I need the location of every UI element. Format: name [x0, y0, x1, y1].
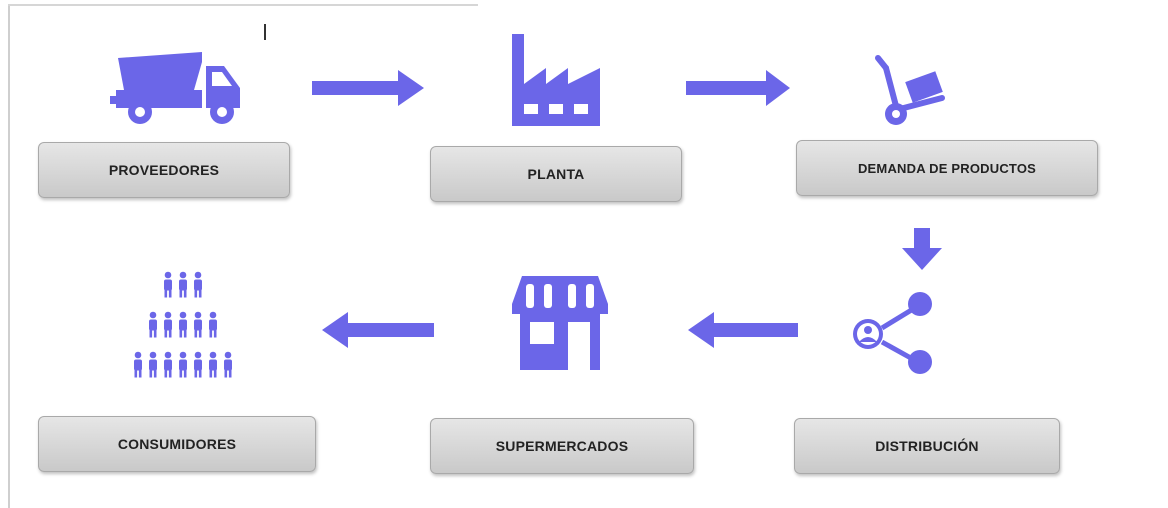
hand-truck-icon: [870, 54, 950, 130]
people-pyramid-icon: [124, 270, 242, 398]
frame-top-edge: [8, 4, 478, 6]
arrow-left-icon: [688, 312, 798, 348]
person-icon: [164, 351, 172, 378]
node-supermercados: SUPERMERCADOS: [430, 418, 694, 474]
person-icon: [194, 311, 202, 338]
person-icon: [209, 311, 217, 338]
person-icon: [179, 311, 187, 338]
storefront-icon: [508, 272, 612, 372]
dump-truck-icon: [110, 46, 246, 126]
person-icon: [149, 311, 157, 338]
person-icon: [194, 351, 202, 378]
person-icon: [149, 351, 157, 378]
person-icon: [194, 271, 202, 298]
arrow-right-icon: [312, 70, 424, 106]
person-icon: [209, 351, 217, 378]
arrow-down-icon: [902, 228, 942, 272]
arrow-left-icon: [322, 312, 434, 348]
node-planta: PLANTA: [430, 146, 682, 202]
node-consumidores: CONSUMIDORES: [38, 416, 316, 472]
share-network-icon: [846, 290, 942, 376]
person-icon: [179, 351, 187, 378]
person-icon: [164, 271, 172, 298]
person-icon: [179, 271, 187, 298]
frame-left-edge: [8, 6, 10, 508]
person-icon: [164, 311, 172, 338]
node-proveedores: PROVEEDORES: [38, 142, 290, 198]
text-cursor: [264, 24, 266, 40]
node-distribucion: DISTRIBUCIÓN: [794, 418, 1060, 474]
node-demanda-de-productos: DEMANDA DE PRODUCTOS: [796, 140, 1098, 196]
arrow-right-icon: [686, 70, 790, 106]
person-icon: [134, 351, 142, 378]
person-icon: [224, 351, 232, 378]
factory-icon: [506, 32, 606, 128]
